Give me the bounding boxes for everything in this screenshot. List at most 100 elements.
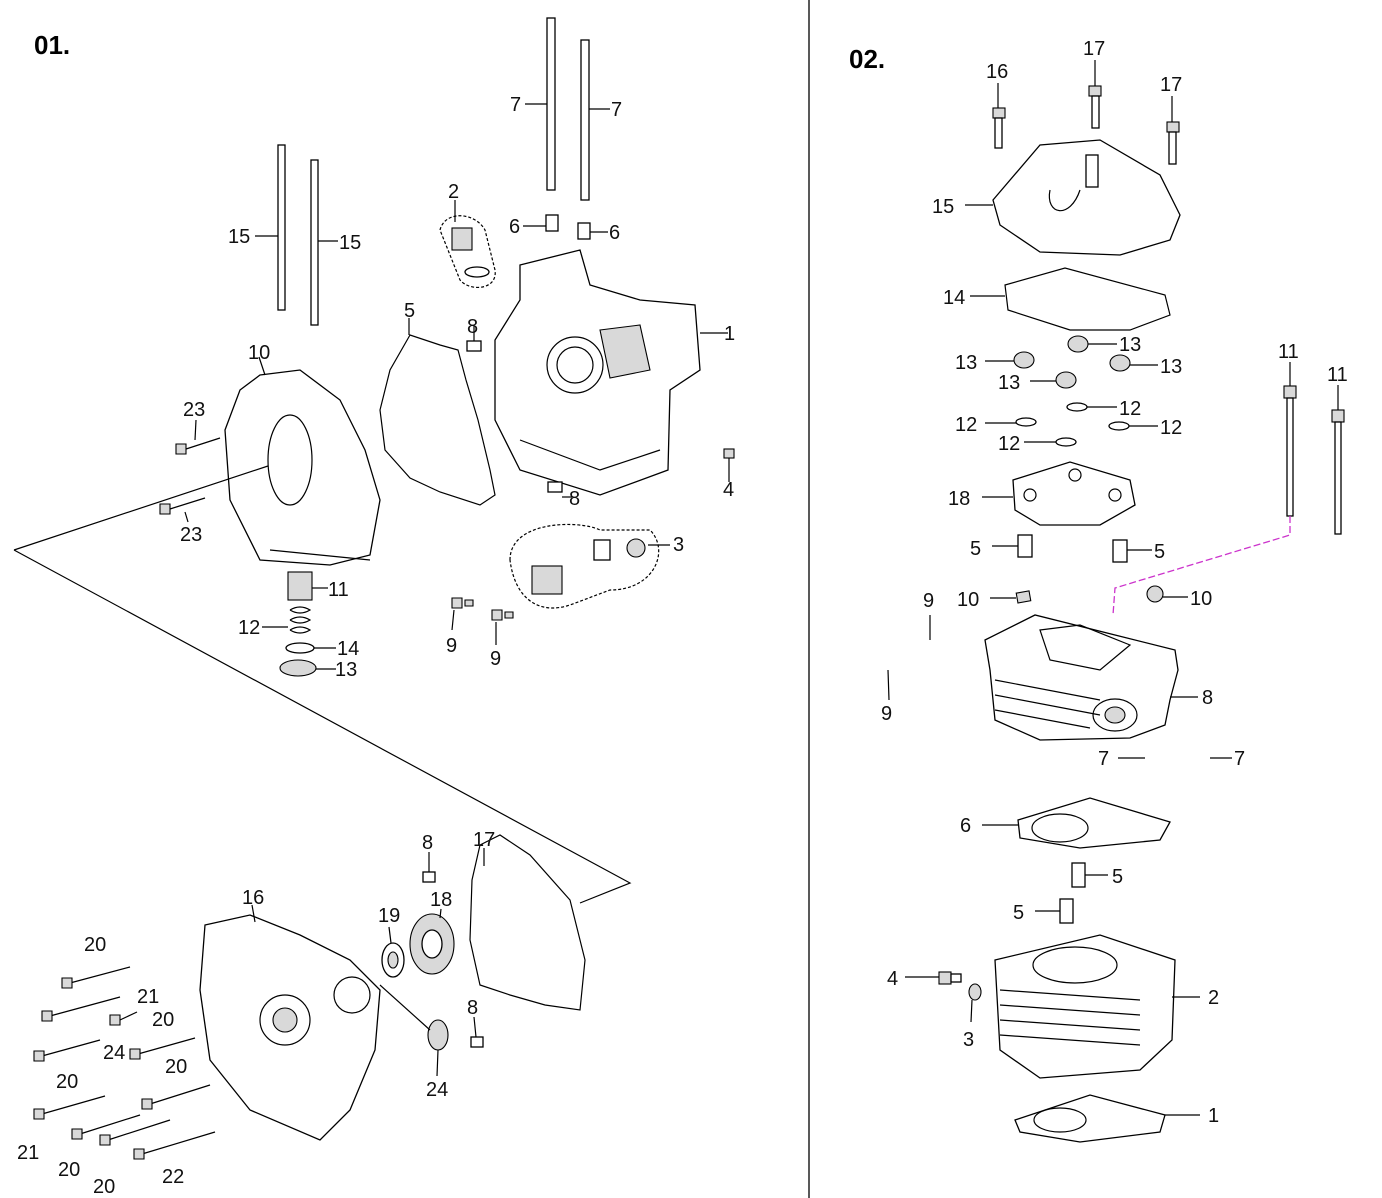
callout: 20 <box>84 934 106 956</box>
cylinder-head-8 <box>984 614 1198 741</box>
seal-19 <box>381 926 405 978</box>
callout: 23 <box>180 524 202 546</box>
callout: 5 <box>404 300 415 322</box>
bolt-4-washer-3 <box>905 971 982 1023</box>
callout: 8 <box>569 488 580 510</box>
callout: 23 <box>183 399 205 421</box>
callout: 6 <box>509 216 520 238</box>
main-cover-part-16 <box>199 904 381 1141</box>
callout: 6 <box>960 815 971 837</box>
studs-11 <box>1283 362 1345 535</box>
callout: 9 <box>923 590 934 612</box>
callout: 21 <box>17 1142 39 1164</box>
callouts-section-02: 1 2 3 4 5 5 5 5 6 7 7 8 9 9 10 10 11 11 … <box>881 38 1348 1127</box>
base-gasket-1 <box>1014 1094 1200 1143</box>
head-cover-part-15 <box>965 139 1181 256</box>
callout: 20 <box>165 1056 187 1078</box>
callout: 20 <box>93 1176 115 1198</box>
bearing-18 <box>409 908 455 975</box>
callout: 18 <box>948 488 970 510</box>
pin-8 <box>466 340 482 352</box>
callout: 24 <box>103 1042 125 1064</box>
pin-8b <box>547 481 563 493</box>
rod-15-pair <box>255 144 338 326</box>
callout: 9 <box>490 648 501 670</box>
callout: 7 <box>1098 748 1109 770</box>
parts-10 <box>990 585 1188 604</box>
seal-24 <box>379 984 449 1077</box>
callout: 11 <box>328 579 349 601</box>
cylinder-2 <box>994 934 1200 1079</box>
callout: 8 <box>467 997 478 1019</box>
callout: 13 <box>955 352 977 374</box>
gasket-14 <box>1004 267 1171 331</box>
stud-leader-dashed <box>1112 516 1291 616</box>
callout: 15 <box>932 196 954 218</box>
callout: 7 <box>1234 748 1245 770</box>
callout: 12 <box>1160 417 1182 439</box>
callout: 17 <box>1083 38 1105 60</box>
callout: 12 <box>238 617 260 639</box>
callout: 12 <box>955 414 977 436</box>
callout: 10 <box>1190 588 1212 610</box>
dowels-5-upper <box>992 534 1152 563</box>
callout: 16 <box>242 887 264 909</box>
callout: 24 <box>426 1079 448 1101</box>
callout: 9 <box>446 635 457 657</box>
callout: 3 <box>673 534 684 556</box>
callout: 8 <box>422 832 433 854</box>
pin-8c <box>422 871 436 883</box>
callout: 8 <box>1202 687 1213 709</box>
rod-7-pair <box>525 17 610 201</box>
bolt-23-pair <box>159 419 221 523</box>
callout: 20 <box>58 1159 80 1181</box>
head-gasket-6 <box>982 797 1171 849</box>
section-02-title: 02. <box>849 44 886 74</box>
nuts-13 <box>985 335 1158 389</box>
dowel-6-pair <box>523 214 608 240</box>
callout: 17 <box>473 829 495 851</box>
callout: 5 <box>1154 541 1165 563</box>
bolt-9-pair <box>451 597 514 645</box>
callout: 19 <box>378 905 400 927</box>
callout: 1 <box>1208 1105 1219 1127</box>
callouts-section-01: 1 2 3 4 5 6 6 7 7 8 8 9 9 10 11 12 13 14… <box>17 94 735 1198</box>
callout: 11 <box>1278 341 1299 363</box>
callout: 7 <box>510 94 521 116</box>
bolts-16-17 <box>992 60 1180 165</box>
callout: 10 <box>957 589 979 611</box>
pin-8d <box>470 1036 484 1048</box>
callout: 17 <box>1160 74 1182 96</box>
callout: 20 <box>56 1071 78 1093</box>
callout: 3 <box>963 1029 974 1051</box>
washers-12 <box>985 402 1158 447</box>
callout: 14 <box>943 287 965 309</box>
callout: 12 <box>1119 398 1141 420</box>
callout: 6 <box>609 222 620 244</box>
callout: 1 <box>724 323 735 345</box>
callout: 13 <box>998 372 1020 394</box>
pins-9 <box>847 615 969 701</box>
callout: 2 <box>1208 987 1219 1009</box>
section-01-title: 01. <box>34 30 71 60</box>
callout: 9 <box>881 703 892 725</box>
crankcase-part-1 <box>494 249 728 496</box>
callout: 12 <box>998 433 1020 455</box>
callout: 18 <box>430 889 452 911</box>
screw-4 <box>723 448 735 459</box>
gasket-5 <box>379 334 496 506</box>
rocker-holder-18 <box>982 461 1136 526</box>
callout: 13 <box>1160 356 1182 378</box>
callout: 11 <box>1327 364 1348 386</box>
callout: 13 <box>1119 334 1141 356</box>
callout: 8 <box>467 316 478 338</box>
part-2-sensor <box>439 200 496 288</box>
callout: 5 <box>970 538 981 560</box>
callout: 5 <box>1112 866 1123 888</box>
callout: 7 <box>611 99 622 121</box>
filter-stack <box>262 571 336 677</box>
part-3-assembly <box>509 523 670 609</box>
gasket-17 <box>469 834 586 1011</box>
